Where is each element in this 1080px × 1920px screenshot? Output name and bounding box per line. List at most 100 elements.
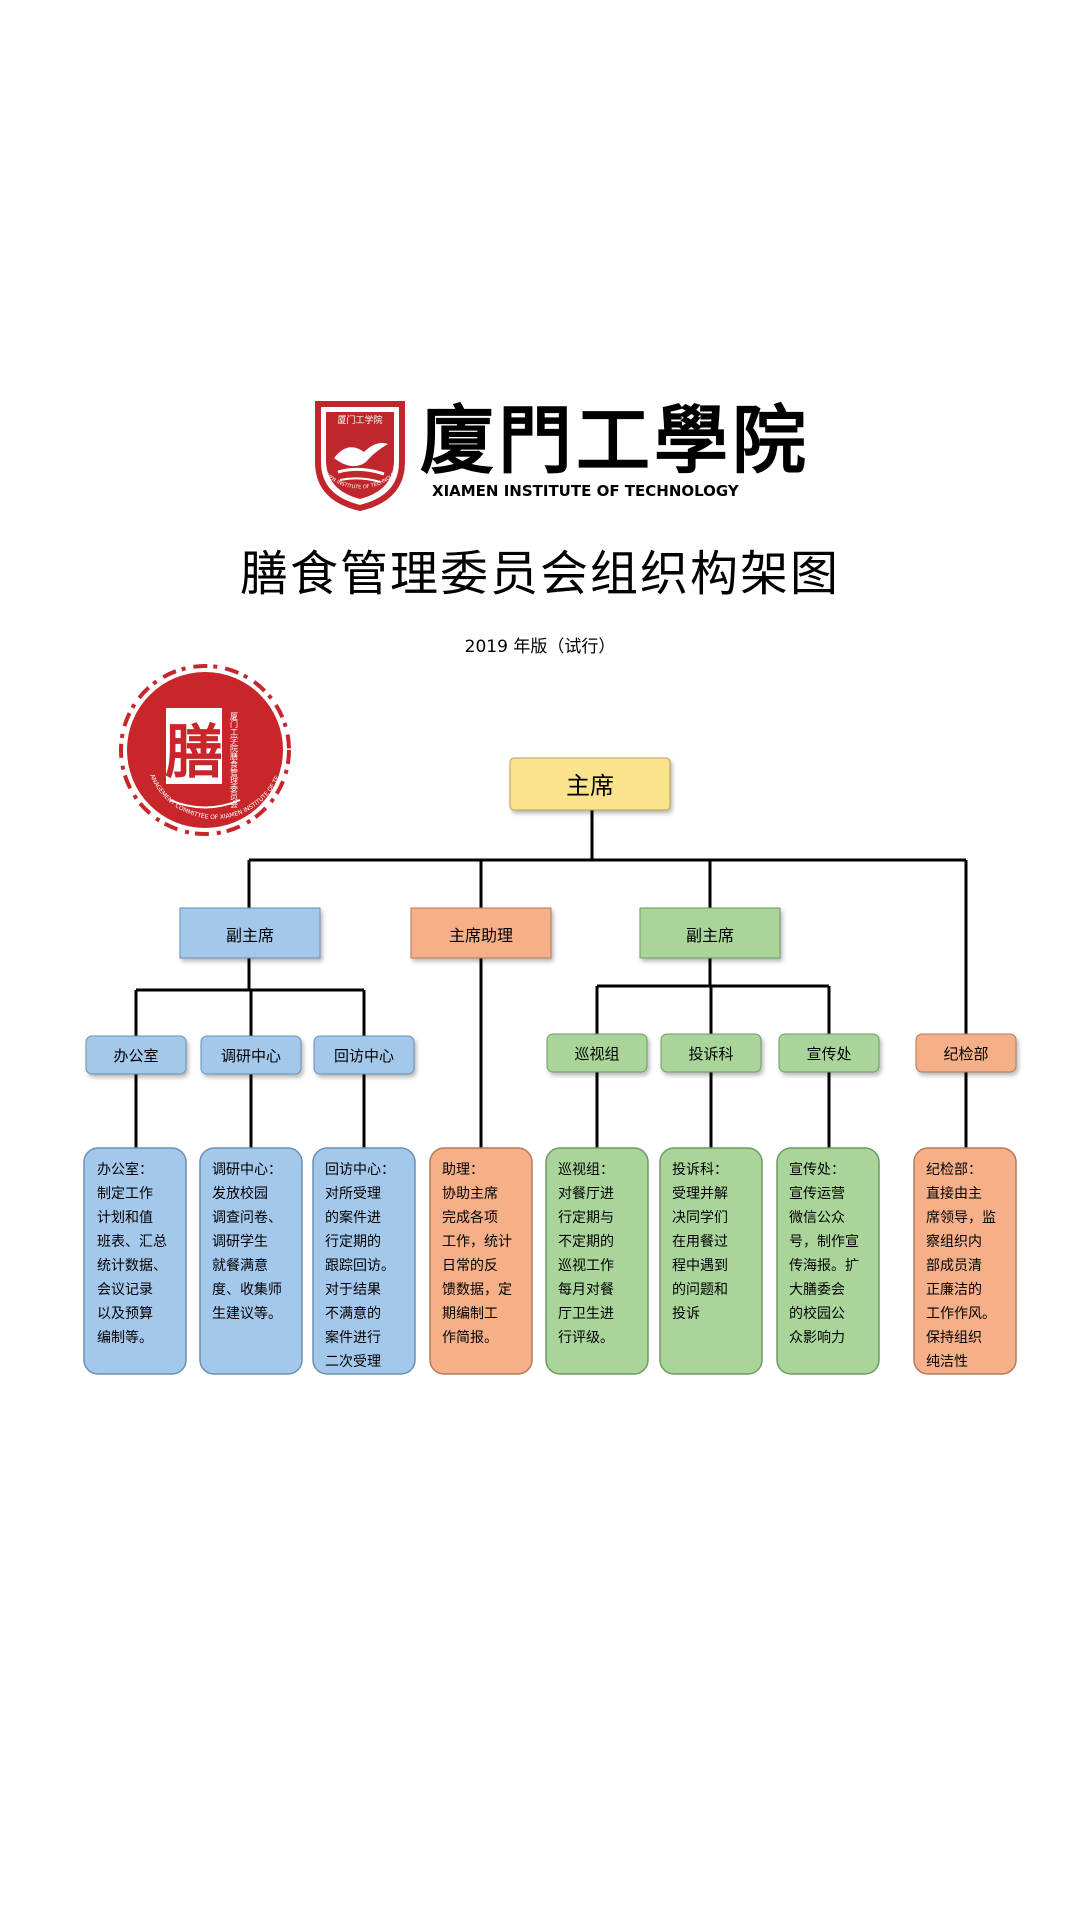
desc-line: 正廉洁的: [926, 1281, 982, 1298]
node-revisit: 回访中心: [313, 1035, 415, 1075]
desc-line: 大膳委会: [789, 1282, 845, 1298]
node-office-label: 办公室: [113, 1047, 158, 1065]
desc-line: 直接由主: [926, 1185, 982, 1202]
desc-line: 跟踪回访。: [325, 1258, 395, 1274]
committee-seal: 膳 厦门工学院膳食管理委员会 DIETARY MANAGEMENT COMMIT…: [0, 0, 291, 836]
desc-line: 受理并解: [672, 1186, 728, 1202]
desc-line: 日常的反: [442, 1258, 498, 1274]
desc-line: 对餐厅进: [558, 1186, 614, 1202]
desc-line: 在用餐过: [672, 1234, 728, 1250]
connector-lines: [134, 808, 968, 1150]
desc-line: 纪检部：: [926, 1162, 982, 1178]
desc-line: 调查问卷、: [212, 1210, 282, 1226]
desc-line: 决同学们: [672, 1210, 728, 1226]
desc-line: 协助主席: [442, 1186, 498, 1202]
node-publicity-label: 宣传处: [806, 1045, 851, 1063]
desc-line: 每月对餐: [558, 1282, 614, 1298]
desc-line: 班表、汇总: [97, 1234, 167, 1250]
desc-line: 助理：: [442, 1162, 484, 1178]
desc-line: 统计数据、: [97, 1258, 167, 1274]
desc-card-office: 办公室： 制定工作 计划和值 班表、汇总 统计数据、 会议记录 以及预算 编制等…: [83, 1147, 187, 1375]
crest-top-text: 厦门工学院: [337, 414, 382, 426]
desc-line: 度、收集师: [212, 1281, 282, 1298]
node-chair: 主席: [509, 757, 671, 811]
desc-line: 部成员清: [926, 1258, 982, 1274]
node-complaint: 投诉科: [660, 1033, 762, 1073]
desc-complaint-text: 投诉科： 受理并解 决同学们 在用餐过 程中遇到 的问题和 投诉: [672, 1162, 732, 1322]
desc-line: 二次受理: [325, 1354, 381, 1370]
node-discipline: 纪检部: [915, 1033, 1017, 1073]
desc-line: 厅卫生进: [558, 1306, 614, 1322]
desc-card-revisit: 回访中心： 对所受理 的案件进 行定期的 跟踪回访。 对于结果 不满意的 案件进…: [312, 1147, 416, 1375]
desc-office-text: 办公室： 制定工作 计划和值 班表、汇总 统计数据、 会议记录 以及预算 编制等…: [97, 1161, 171, 1346]
page-title: 膳食管理委员会组织构架图: [240, 546, 840, 602]
desc-line: 发放校园: [212, 1185, 268, 1202]
desc-assistant-text: 助理： 协助主席 完成各项 工作，统计 日常的反 馈数据，定 期编制工 作简报。: [442, 1162, 516, 1346]
node-research-label: 调研中心: [221, 1047, 281, 1065]
desc-line: 行评级。: [558, 1330, 614, 1346]
desc-line: 保持组织: [926, 1330, 982, 1346]
school-name-cn: 廈門工學院: [420, 398, 810, 484]
desc-card-discipline: 纪检部： 直接由主 席领导，监 察组织内 部成员清 正廉洁的 工作作风。 保持组…: [913, 1147, 1017, 1375]
desc-line: 以及预算: [97, 1306, 153, 1322]
desc-line: 宣传运营: [789, 1186, 845, 1202]
desc-line: 号，制作宣: [789, 1234, 859, 1250]
school-logo: 厦门工学院 XIAMEN INSTITUTE OF TECHNOLOGY 廈門工…: [0, 0, 810, 512]
desc-line: 察组织内: [926, 1233, 982, 1250]
node-discipline-label: 纪检部: [943, 1045, 988, 1063]
desc-line: 完成各项: [442, 1210, 498, 1226]
desc-line: 纯洁性: [926, 1354, 968, 1370]
desc-line: 众影响力: [789, 1330, 845, 1346]
desc-card-publicity: 宣传处： 宣传运营 微信公众 号，制作宣 传海报。扩 大膳委会 的校园公 众影响…: [776, 1147, 880, 1375]
crest-icon: 厦门工学院 XIAMEN INSTITUTE OF TECHNOLOGY: [0, 0, 405, 512]
desc-line: 宣传处：: [789, 1162, 845, 1178]
desc-line: 编制等。: [97, 1329, 153, 1346]
node-vice-left: 副主席: [179, 907, 321, 959]
desc-line: 的校园公: [789, 1305, 845, 1322]
desc-line: 的案件进: [325, 1209, 381, 1226]
desc-card-research: 调研中心： 发放校园 调查问卷、 调研学生 就餐满意 度、收集师 生建议等。: [199, 1147, 303, 1375]
desc-line: 巡视工作: [558, 1258, 614, 1274]
desc-card-complaint: 投诉科： 受理并解 决同学们 在用餐过 程中遇到 的问题和 投诉: [659, 1147, 763, 1375]
desc-line: 巡视组：: [558, 1162, 614, 1178]
desc-line: 作简报。: [442, 1329, 498, 1346]
desc-line: 计划和值: [97, 1210, 153, 1226]
desc-line: 工作，统计: [442, 1234, 512, 1250]
desc-line: 办公室：: [97, 1161, 153, 1178]
desc-line: 不定期的: [558, 1234, 614, 1250]
desc-line: 案件进行: [325, 1329, 381, 1346]
org-nodes: 主席 副主席 主席助理 副主席 办公室 调研中心 回访中心 巡视组: [85, 757, 1017, 1075]
desc-patrol-text: 巡视组： 对餐厅进 行定期与 不定期的 巡视工作 每月对餐 厅卫生进 行评级。: [558, 1162, 618, 1346]
node-revisit-label: 回访中心: [334, 1047, 394, 1065]
desc-line: 的问题和: [672, 1282, 728, 1298]
desc-line: 行定期与: [558, 1210, 614, 1226]
desc-line: 工作作风。: [926, 1306, 996, 1322]
desc-line: 传海报。扩: [789, 1258, 859, 1274]
node-vice-right: 副主席: [639, 907, 781, 959]
node-publicity: 宣传处: [778, 1033, 880, 1073]
node-research: 调研中心: [200, 1035, 302, 1075]
page-subtitle: 2019 年版（试行）: [465, 637, 616, 657]
desc-line: 对所受理: [325, 1186, 381, 1202]
desc-line: 投诉科：: [672, 1162, 728, 1178]
desc-line: 席领导，监: [926, 1210, 996, 1226]
desc-line: 期编制工: [442, 1306, 498, 1322]
desc-research-text: 调研中心： 发放校园 调查问卷、 调研学生 就餐满意 度、收集师 生建议等。: [212, 1162, 286, 1322]
node-office: 办公室: [85, 1035, 187, 1075]
node-chair-label: 主席: [566, 772, 614, 800]
desc-line: 会议记录: [97, 1282, 153, 1298]
node-complaint-label: 投诉科: [688, 1045, 733, 1063]
node-assistant-label: 主席助理: [449, 926, 513, 945]
seal-char: 膳: [165, 718, 223, 786]
desc-line: 投诉: [672, 1306, 700, 1322]
node-patrol-label: 巡视组: [574, 1045, 619, 1063]
seal-badge-icon: 膳 厦门工学院膳食管理委员会 DIETARY MANAGEMENT COMMIT…: [0, 0, 291, 836]
desc-publicity-text: 宣传处： 宣传运营 微信公众 号，制作宣 传海报。扩 大膳委会 的校园公 众影响…: [789, 1162, 863, 1346]
description-cards: 办公室： 制定工作 计划和值 班表、汇总 统计数据、 会议记录 以及预算 编制等…: [83, 1147, 1017, 1375]
desc-card-assistant: 助理： 协助主席 完成各项 工作，统计 日常的反 馈数据，定 期编制工 作简报。: [429, 1147, 533, 1375]
desc-line: 程中遇到: [672, 1258, 728, 1274]
seal-side-text: 厦门工学院膳食管理委员会: [230, 712, 239, 809]
desc-discipline-text: 纪检部： 直接由主 席领导，监 察组织内 部成员清 正廉洁的 工作作风。 保持组…: [926, 1162, 1000, 1370]
desc-revisit-text: 回访中心： 对所受理 的案件进 行定期的 跟踪回访。 对于结果 不满意的 案件进…: [325, 1162, 399, 1370]
